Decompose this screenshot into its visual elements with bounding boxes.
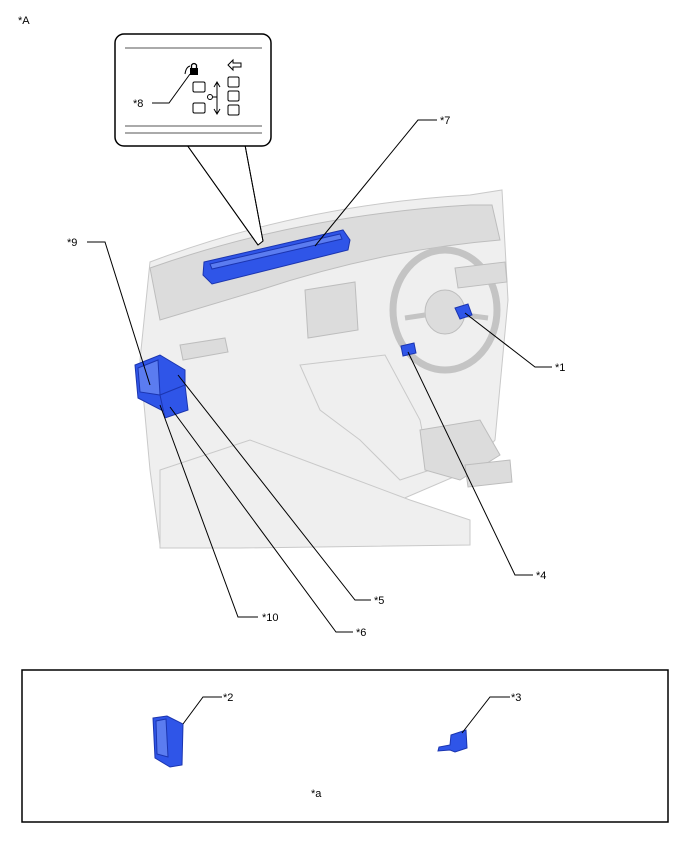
left-module-cluster [134,354,189,419]
leader-lines [87,73,552,633]
callout-1: *1 [555,362,565,374]
detail-box: *2 *3 *a [21,669,669,823]
callout-8: *8 [133,98,143,110]
callout-2: *2 [223,692,233,704]
callout-7: *7 [440,115,450,127]
callout-4: *4 [536,570,546,582]
lock-icon [184,62,198,75]
component-4 [400,342,417,357]
callout-6: *6 [356,627,366,639]
component-7-highlight [209,233,343,270]
inset-view [114,33,272,246]
legend-box-label: *a [311,788,322,800]
arrow-left-icon [227,58,242,72]
component-3 [437,729,468,753]
callout-9: *9 [67,237,77,249]
callout-10: *10 [262,612,279,624]
view-label: *A [18,15,30,27]
callout-5: *5 [374,595,384,607]
callout-3: *3 [511,692,521,704]
